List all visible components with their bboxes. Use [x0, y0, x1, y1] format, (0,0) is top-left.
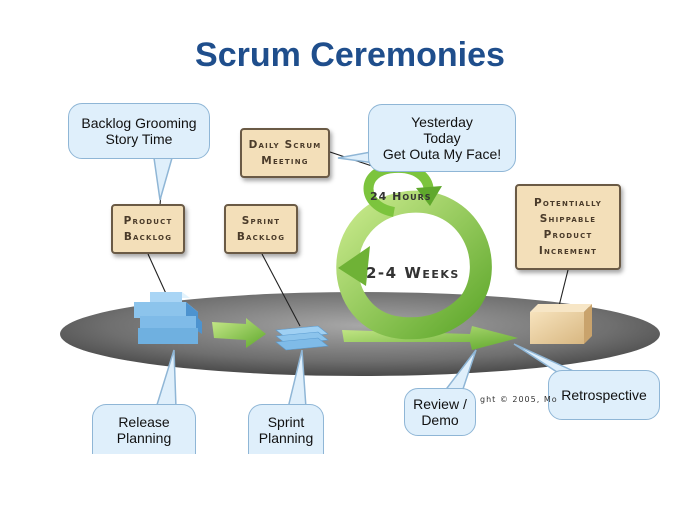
daily-cycle-arrowhead	[416, 186, 442, 206]
daily-scrum-callout: Yesterday Today Get Outa My Face!	[368, 104, 516, 172]
product-backlog-line-2: Backlog	[123, 231, 173, 243]
weeks-label: 2-4 Weeks	[366, 264, 460, 282]
product-backlog-box: Product Backlog	[111, 204, 185, 254]
hours-label: 24 Hours	[370, 190, 432, 203]
sprint-backlog-box: Sprint Backlog	[224, 204, 298, 254]
release-planning-callout: Release Planning	[92, 404, 196, 454]
grooming-line-2: Story Time	[105, 131, 173, 147]
review-line-2: Demo	[421, 412, 459, 428]
copyright-text: ght © 2005, Mo	[480, 395, 558, 404]
increment-line-3: Product	[543, 229, 593, 241]
sprint-backlog-line-1: Sprint	[241, 215, 281, 227]
connector-increment	[557, 269, 569, 311]
sprint-cycle-arrowhead	[338, 246, 370, 286]
sprint-planning-line-1: Sprint	[267, 413, 305, 430]
daily-scrum-line-2: Meeting	[261, 155, 309, 167]
product-backlog-stack	[134, 292, 202, 344]
sprint-backlog-stack	[275, 325, 329, 351]
retrospective-callout: Retrospective	[548, 370, 660, 420]
grooming-line-1: Backlog Grooming	[81, 115, 197, 131]
daily-scrum-meeting-box: Daily Scrum Meeting	[240, 128, 330, 178]
arrow-to-sprint-backlog	[212, 318, 266, 348]
grooming-callout-tail	[153, 157, 173, 201]
increment-line-2: Shippable	[539, 213, 597, 225]
daily-line-3: Get Outa My Face!	[382, 146, 502, 162]
release-line-2: Planning	[116, 429, 172, 446]
increment-line-1: Potentially	[534, 197, 602, 209]
review-line-1: Review /	[413, 396, 467, 412]
increment-line-4: Increment	[538, 245, 598, 257]
sprint-planning-line-2: Planning	[258, 429, 314, 446]
daily-line-1: Yesterday	[411, 114, 473, 130]
daily-scrum-line-1: Daily Scrum	[248, 139, 322, 151]
sprint-planning-callout: Sprint Planning	[248, 404, 324, 454]
connector-sprint-backlog	[261, 253, 301, 327]
shippable-product-box	[530, 304, 592, 344]
release-line-1: Release	[118, 413, 170, 430]
page-title: Scrum Ceremonies	[195, 36, 505, 74]
sprint-backlog-line-2: Backlog	[236, 231, 286, 243]
review-demo-callout: Review / Demo	[404, 388, 476, 436]
sprint-cycle-loop	[336, 190, 492, 340]
backlog-grooming-callout: Backlog Grooming Story Time	[68, 103, 210, 159]
connector-product-backlog	[147, 253, 169, 299]
daily-line-2: Today	[423, 130, 461, 146]
shippable-increment-box: Potentially Shippable Product Increment	[515, 184, 621, 270]
product-backlog-line-1: Product	[123, 215, 173, 227]
